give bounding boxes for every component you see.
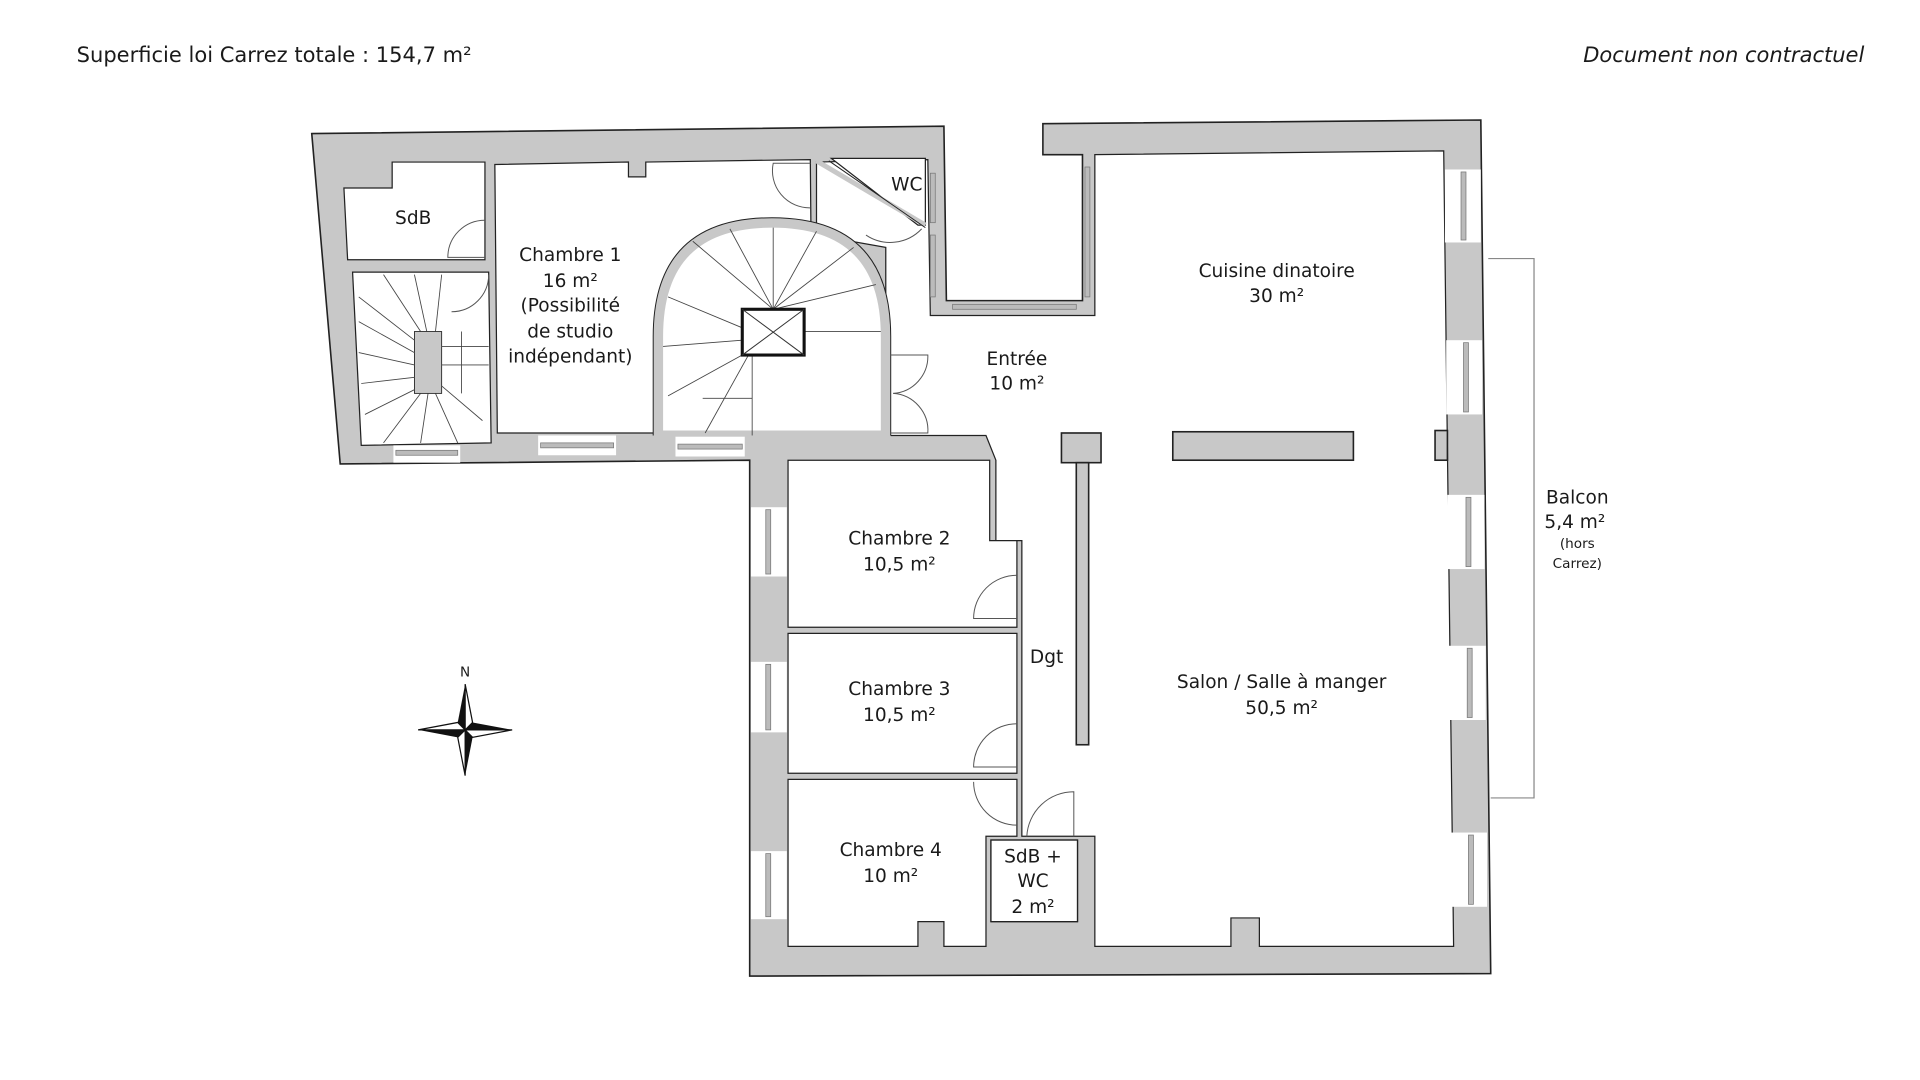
sdbwc-area: 2 m² (1011, 897, 1054, 918)
salon-label: Salon / Salle à manger (1177, 672, 1387, 693)
wc-diagonal-wall (815, 158, 927, 228)
chambre1-area: 16 m² (543, 271, 598, 292)
compass-north-label: N (460, 665, 470, 681)
room-chambre-3 (787, 632, 1018, 774)
chambre1-note: indépendant) (508, 346, 632, 367)
chambre2-area: 10,5 m² (863, 554, 936, 575)
balcon-note: (hors (1560, 536, 1595, 552)
chambre2-label: Chambre 2 (848, 528, 950, 549)
disclaimer-label: Document non contractuel (1583, 42, 1864, 67)
chambre1-label: Chambre 1 (519, 245, 621, 266)
chambre3-area: 10,5 m² (863, 705, 936, 726)
chambre4-label: Chambre 4 (840, 840, 942, 861)
dgt-label: Dgt (1030, 647, 1063, 668)
pillar (1060, 432, 1102, 464)
chambre4-area: 10 m² (863, 866, 918, 887)
entree-label: Entrée (987, 349, 1048, 370)
dgt-wall (1075, 461, 1090, 746)
chambre1-note: de studio (527, 322, 613, 343)
wall-notch (1434, 429, 1449, 462)
balcon-label: Balcon (1546, 488, 1609, 509)
entree-area: 10 m² (989, 374, 1044, 395)
chambre3-label: Chambre 3 (848, 679, 950, 700)
windows (393, 166, 1488, 920)
salon-area: 50,5 m² (1245, 698, 1318, 719)
balcony-outline (1488, 257, 1535, 799)
compass-rose-icon (418, 684, 513, 776)
room-chambre-2 (787, 459, 1018, 628)
cuisine-area: 30 m² (1249, 286, 1304, 307)
sdbwc-label: WC (1017, 871, 1048, 892)
balcon-area: 5,4 m² (1544, 512, 1605, 533)
room-chambre-4 (787, 778, 1018, 948)
sdb-label: SdB (395, 208, 431, 229)
cuisine-label: Cuisine dinatoire (1199, 261, 1355, 282)
left-staircase (358, 274, 489, 444)
total-area-label: Superficie loi Carrez totale : 154,7 m² (77, 42, 472, 67)
chambre1-note: (Possibilité (521, 296, 621, 317)
kitchen-partition (1171, 430, 1355, 462)
doors (447, 162, 1075, 837)
room-sdb (343, 161, 486, 261)
room-open-area (815, 150, 1455, 948)
wc-label: WC (891, 175, 922, 196)
sdbwc-label: SdB + (1004, 846, 1062, 867)
balcon-note: Carrez) (1553, 556, 1602, 572)
